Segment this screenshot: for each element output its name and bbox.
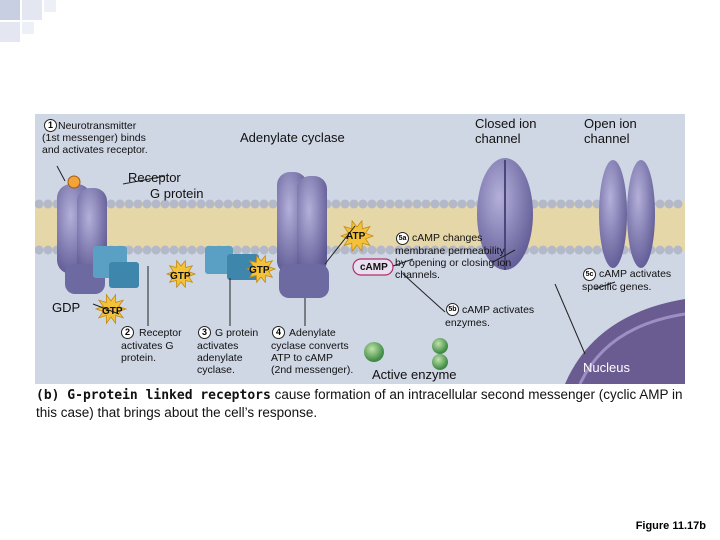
- step-5b-badge: 5b: [446, 303, 459, 316]
- step-4-label-cont: cyclase converts ATP to cAMP (2nd messen…: [271, 340, 354, 377]
- g-protein-label: G protein: [150, 186, 204, 201]
- figure-caption: (b) G-protein linked receptors cause for…: [36, 386, 696, 421]
- atp-label: ATP: [346, 231, 366, 242]
- closed-ion-channel-label: Closed ion channel: [475, 116, 537, 146]
- open-ion-channel-label: Open ion channel: [584, 116, 637, 146]
- caption-text: cause formation of an intracellular seco…: [36, 387, 683, 420]
- g-protein-subunits: [93, 246, 259, 288]
- neurotransmitter-ligand: [67, 175, 81, 189]
- step-5a-badge: 5a: [396, 232, 409, 245]
- step-1-label: Neurotransmitter: [58, 120, 137, 132]
- step-5b-label: cAMP activates: [462, 304, 535, 316]
- step-5a-label-cont: membrane permeability by opening or clos…: [395, 245, 512, 282]
- step-4-label: Adenylate: [289, 327, 336, 339]
- step-3-label: G protein: [215, 327, 259, 339]
- starbursts: [94, 219, 375, 325]
- receptor-label: Receptor: [128, 170, 181, 185]
- gtp-label-2: GTP: [249, 265, 270, 276]
- active-enzyme-label: Active enzyme: [372, 367, 457, 382]
- step-5a-label: cAMP changes: [412, 232, 483, 244]
- pointer-lines: [56, 165, 616, 355]
- step-3-label-cont: activates adenylate cyclase.: [197, 340, 243, 377]
- step-5c-badge: 5c: [583, 268, 596, 281]
- step-2-label: Receptor: [139, 327, 182, 339]
- step-1-badge: 1: [44, 119, 57, 132]
- step-5b-label-cont: enzymes.: [445, 317, 490, 329]
- step-3-badge: 3: [198, 326, 211, 339]
- step-5c-label-cont: specific genes.: [582, 281, 652, 293]
- camp-pill: [352, 258, 394, 276]
- active-enzyme-shapes: [364, 338, 448, 370]
- step-5c-label: cAMP activates: [599, 268, 672, 280]
- open-ion-channel: [599, 160, 655, 268]
- gdp-label: GDP: [52, 300, 81, 315]
- camp-pill-label: cAMP: [360, 262, 388, 273]
- figure-number: Figure 11.17b: [635, 520, 706, 532]
- step-2-label-cont: activates G protein.: [121, 340, 174, 365]
- diagram-panel: [35, 114, 685, 384]
- caption-lead: (b) G-protein linked receptors: [36, 388, 271, 403]
- adenylate-cyclase-label: Adenylate cyclase: [240, 130, 345, 145]
- step-4-badge: 4: [272, 326, 285, 339]
- gtp-label-3: GTP: [102, 306, 123, 317]
- closed-ion-channel: [477, 158, 533, 270]
- gtp-label-1: GTP: [170, 271, 191, 282]
- step-2-badge: 2: [121, 326, 134, 339]
- adenylate-cyclase-protein: [277, 172, 329, 298]
- nucleus-label: Nucleus: [583, 360, 630, 375]
- membrane-illustration: [35, 158, 685, 384]
- step-1-label-cont: (1st messenger) binds and activates rece…: [42, 132, 148, 157]
